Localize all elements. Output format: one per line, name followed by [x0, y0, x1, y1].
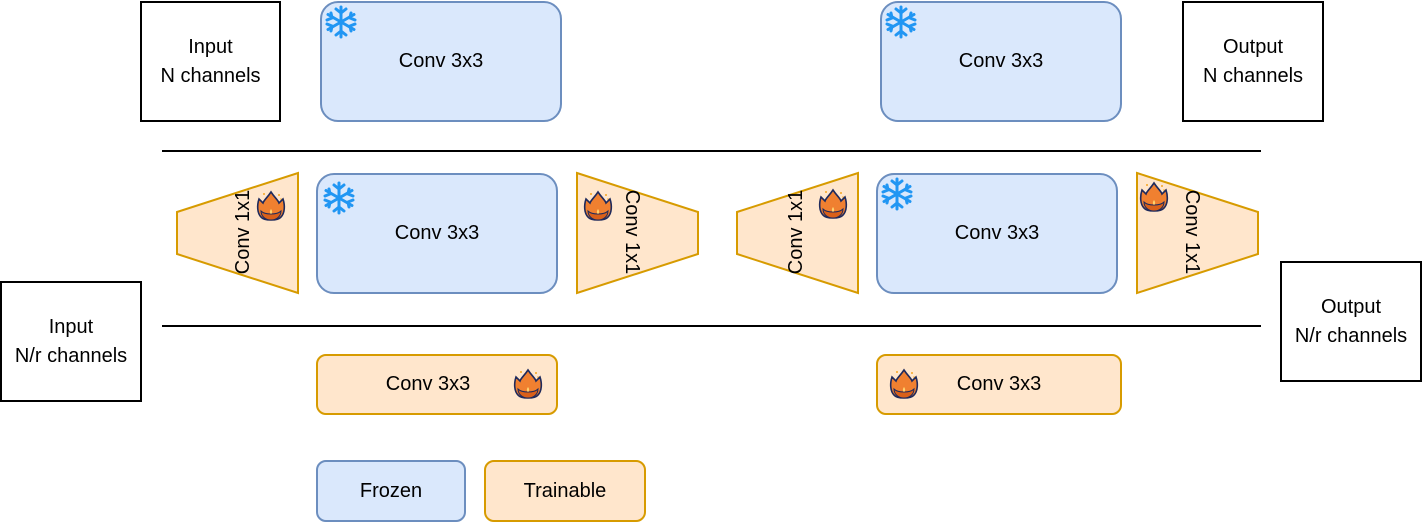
bottom-output-channels: N/r channels: [1294, 324, 1408, 347]
top-input-channels: N channels: [160, 64, 261, 87]
mid-left-conv-label: Conv 3x3: [394, 222, 480, 244]
legend-trainable: Trainable: [484, 460, 646, 522]
mid-right-conv-block: Conv 3x3: [876, 173, 1118, 294]
bottom-input-channels: N/r channels: [14, 344, 128, 367]
mid-right-down-proj: Conv 1x1: [736, 171, 860, 295]
flame-icon: [255, 189, 287, 223]
bottom-output-box: Output N/r channels: [1280, 261, 1422, 382]
mid-left-up-proj: Conv 1x1: [576, 171, 700, 295]
flame-icon: [1138, 180, 1170, 214]
bottom-conv-left-label: Conv 3x3: [385, 373, 471, 395]
top-conv-right-block: Conv 3x3: [880, 1, 1122, 122]
snowflake-icon: [322, 181, 356, 215]
legend-frozen: Frozen: [316, 460, 466, 522]
mid-left-conv-block: Conv 3x3: [316, 173, 558, 294]
divider-top: [162, 150, 1261, 152]
flame-icon: [817, 187, 849, 221]
top-output-channels: N channels: [1202, 64, 1304, 87]
flame-icon: [888, 367, 920, 401]
top-input-title: Input: [188, 35, 233, 58]
flame-icon: [582, 189, 614, 223]
top-output-box: Output N channels: [1182, 1, 1324, 122]
bottom-conv-left-block: Conv 3x3: [316, 354, 558, 415]
mid-right-conv-label: Conv 3x3: [954, 222, 1040, 244]
snowflake-icon: [880, 177, 914, 211]
bottom-input-box: Input N/r channels: [0, 281, 142, 402]
snowflake-icon: [324, 5, 358, 39]
mid-right-up-proj: Conv 1x1: [1136, 171, 1260, 295]
bottom-conv-right-block: Conv 3x3: [876, 354, 1122, 415]
top-conv-right-label: Conv 3x3: [958, 50, 1044, 72]
snowflake-icon: [884, 5, 918, 39]
top-input-box: Input N channels: [140, 1, 281, 122]
top-conv-left-block: Conv 3x3: [320, 1, 562, 122]
bottom-output-title: Output: [1320, 295, 1382, 318]
flame-icon: [512, 367, 544, 401]
mid-left-up-proj-label: Conv 1x1: [621, 189, 643, 275]
mid-left-down-proj: Conv 1x1: [176, 171, 300, 295]
mid-right-down-proj-label: Conv 1x1: [785, 189, 807, 275]
bottom-input-title: Input: [48, 315, 94, 338]
bottom-conv-right-label: Conv 3x3: [956, 373, 1042, 395]
legend-trainable-label: Trainable: [523, 479, 607, 502]
top-conv-left-label: Conv 3x3: [398, 50, 484, 72]
mid-left-down-proj-label: Conv 1x1: [232, 189, 254, 275]
top-output-title: Output: [1222, 35, 1284, 58]
legend-frozen-label: Frozen: [359, 479, 423, 502]
divider-bottom: [162, 325, 1261, 327]
mid-right-up-proj-label: Conv 1x1: [1181, 189, 1203, 275]
